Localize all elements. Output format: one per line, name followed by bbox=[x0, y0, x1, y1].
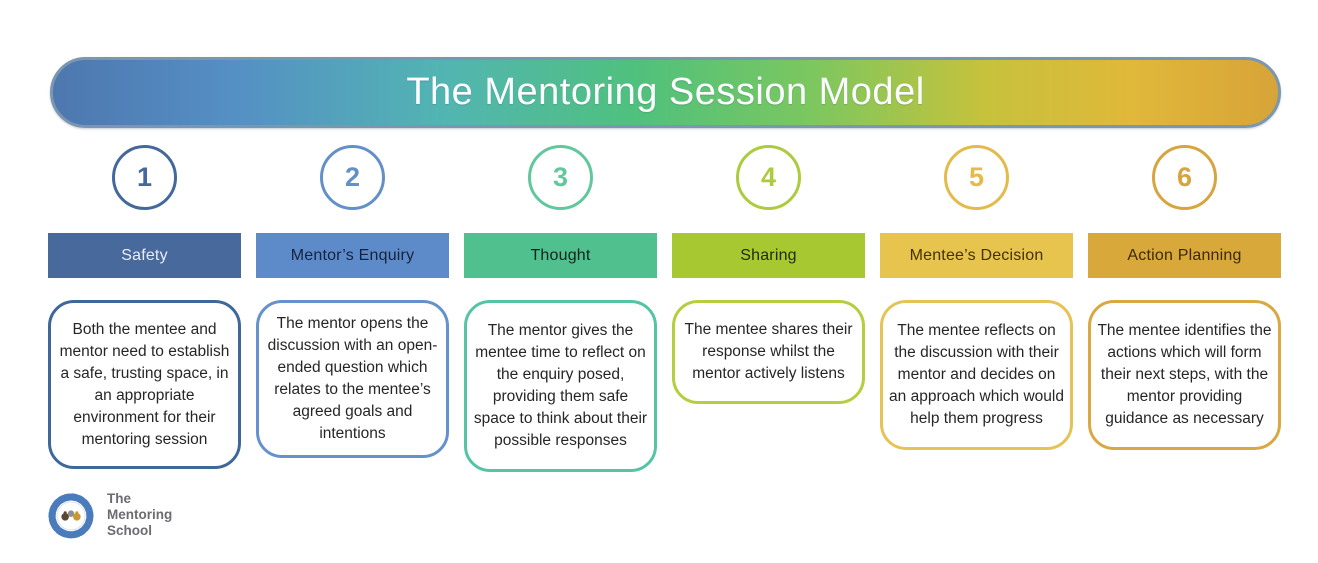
step-circle-wrap: 1 bbox=[112, 145, 177, 210]
step-description-box: The mentee reflects on the discussion wi… bbox=[880, 300, 1073, 450]
step-column-mentors-enquiry: 2 Mentor’s Enquiry The mentor opens the … bbox=[256, 145, 449, 472]
step-number-badge: 1 bbox=[112, 145, 177, 210]
logo-text-line: The bbox=[107, 491, 132, 506]
title-banner: The Mentoring Session Model bbox=[50, 57, 1281, 128]
step-circle-wrap: 3 bbox=[528, 145, 593, 210]
step-number-badge: 4 bbox=[736, 145, 801, 210]
step-header-label: Sharing bbox=[672, 233, 865, 278]
step-header-label: Action Planning bbox=[1088, 233, 1281, 278]
step-column-sharing: 4 Sharing The mentee shares their respon… bbox=[672, 145, 865, 472]
steps-grid: 1 Safety Both the mentee and mentor need… bbox=[48, 145, 1281, 472]
logo-text-line: School bbox=[107, 523, 153, 538]
step-column-safety: 1 Safety Both the mentee and mentor need… bbox=[48, 145, 241, 472]
step-description-box: The mentor gives the mentee time to refl… bbox=[464, 300, 657, 472]
step-description-box: The mentor opens the discussion with an … bbox=[256, 300, 449, 458]
step-number-badge: 6 bbox=[1152, 145, 1217, 210]
mentoring-school-logo: The Mentoring School bbox=[44, 488, 172, 542]
step-column-action-planning: 6 Action Planning The mentee identifies … bbox=[1088, 145, 1281, 472]
step-description-box: The mentee identifies the actions which … bbox=[1088, 300, 1281, 450]
laurel-wreath-icon bbox=[48, 493, 94, 539]
page-title: The Mentoring Session Model bbox=[406, 71, 925, 113]
step-description-box: Both the mentee and mentor need to estab… bbox=[48, 300, 241, 469]
step-circle-wrap: 4 bbox=[736, 145, 801, 210]
step-number-badge: 5 bbox=[944, 145, 1009, 210]
logo-text: The Mentoring School bbox=[107, 491, 172, 539]
step-header-label: Thought bbox=[464, 233, 657, 278]
step-circle-wrap: 5 bbox=[944, 145, 1009, 210]
step-number-badge: 2 bbox=[320, 145, 385, 210]
step-description-box: The mentee shares their response whilst … bbox=[672, 300, 865, 404]
logo-text-line: Mentoring bbox=[107, 507, 173, 522]
step-column-mentees-decision: 5 Mentee’s Decision The mentee reflects … bbox=[880, 145, 1073, 472]
step-column-thought: 3 Thought The mentor gives the mentee ti… bbox=[464, 145, 657, 472]
step-circle-wrap: 6 bbox=[1152, 145, 1217, 210]
step-header-label: Mentee’s Decision bbox=[880, 233, 1073, 278]
step-circle-wrap: 2 bbox=[320, 145, 385, 210]
step-header-label: Safety bbox=[48, 233, 241, 278]
step-number-badge: 3 bbox=[528, 145, 593, 210]
step-header-label: Mentor’s Enquiry bbox=[256, 233, 449, 278]
